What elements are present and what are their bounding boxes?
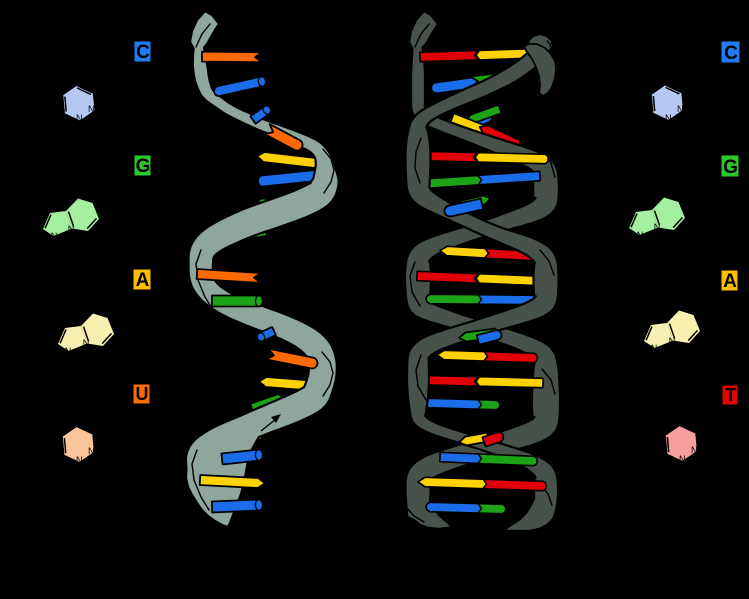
svg-text:N: N [677,104,684,114]
svg-text:N: N [83,338,90,348]
svg-text:C: C [724,43,738,64]
svg-text:N: N [669,336,676,346]
svg-text:N: N [65,346,72,356]
svg-text:U: U [136,384,149,404]
svg-text:N: N [51,231,58,241]
svg-text:N: N [654,222,661,232]
svg-text:T: T [725,385,736,405]
svg-text:N: N [76,113,83,123]
svg-text:N: N [691,445,698,455]
svg-text:N: N [665,113,672,123]
svg-text:N: N [68,224,75,234]
svg-text:N: N [88,446,95,456]
svg-text:N: N [651,343,658,353]
svg-text:N: N [637,230,644,240]
svg-text:C: C [136,42,150,63]
svg-text:N: N [88,104,95,114]
svg-text:A: A [136,270,150,291]
svg-text:N: N [76,455,83,465]
svg-text:G: G [136,156,151,177]
svg-text:N: N [679,454,686,464]
svg-text:A: A [723,271,737,292]
svg-text:G: G [723,157,738,178]
